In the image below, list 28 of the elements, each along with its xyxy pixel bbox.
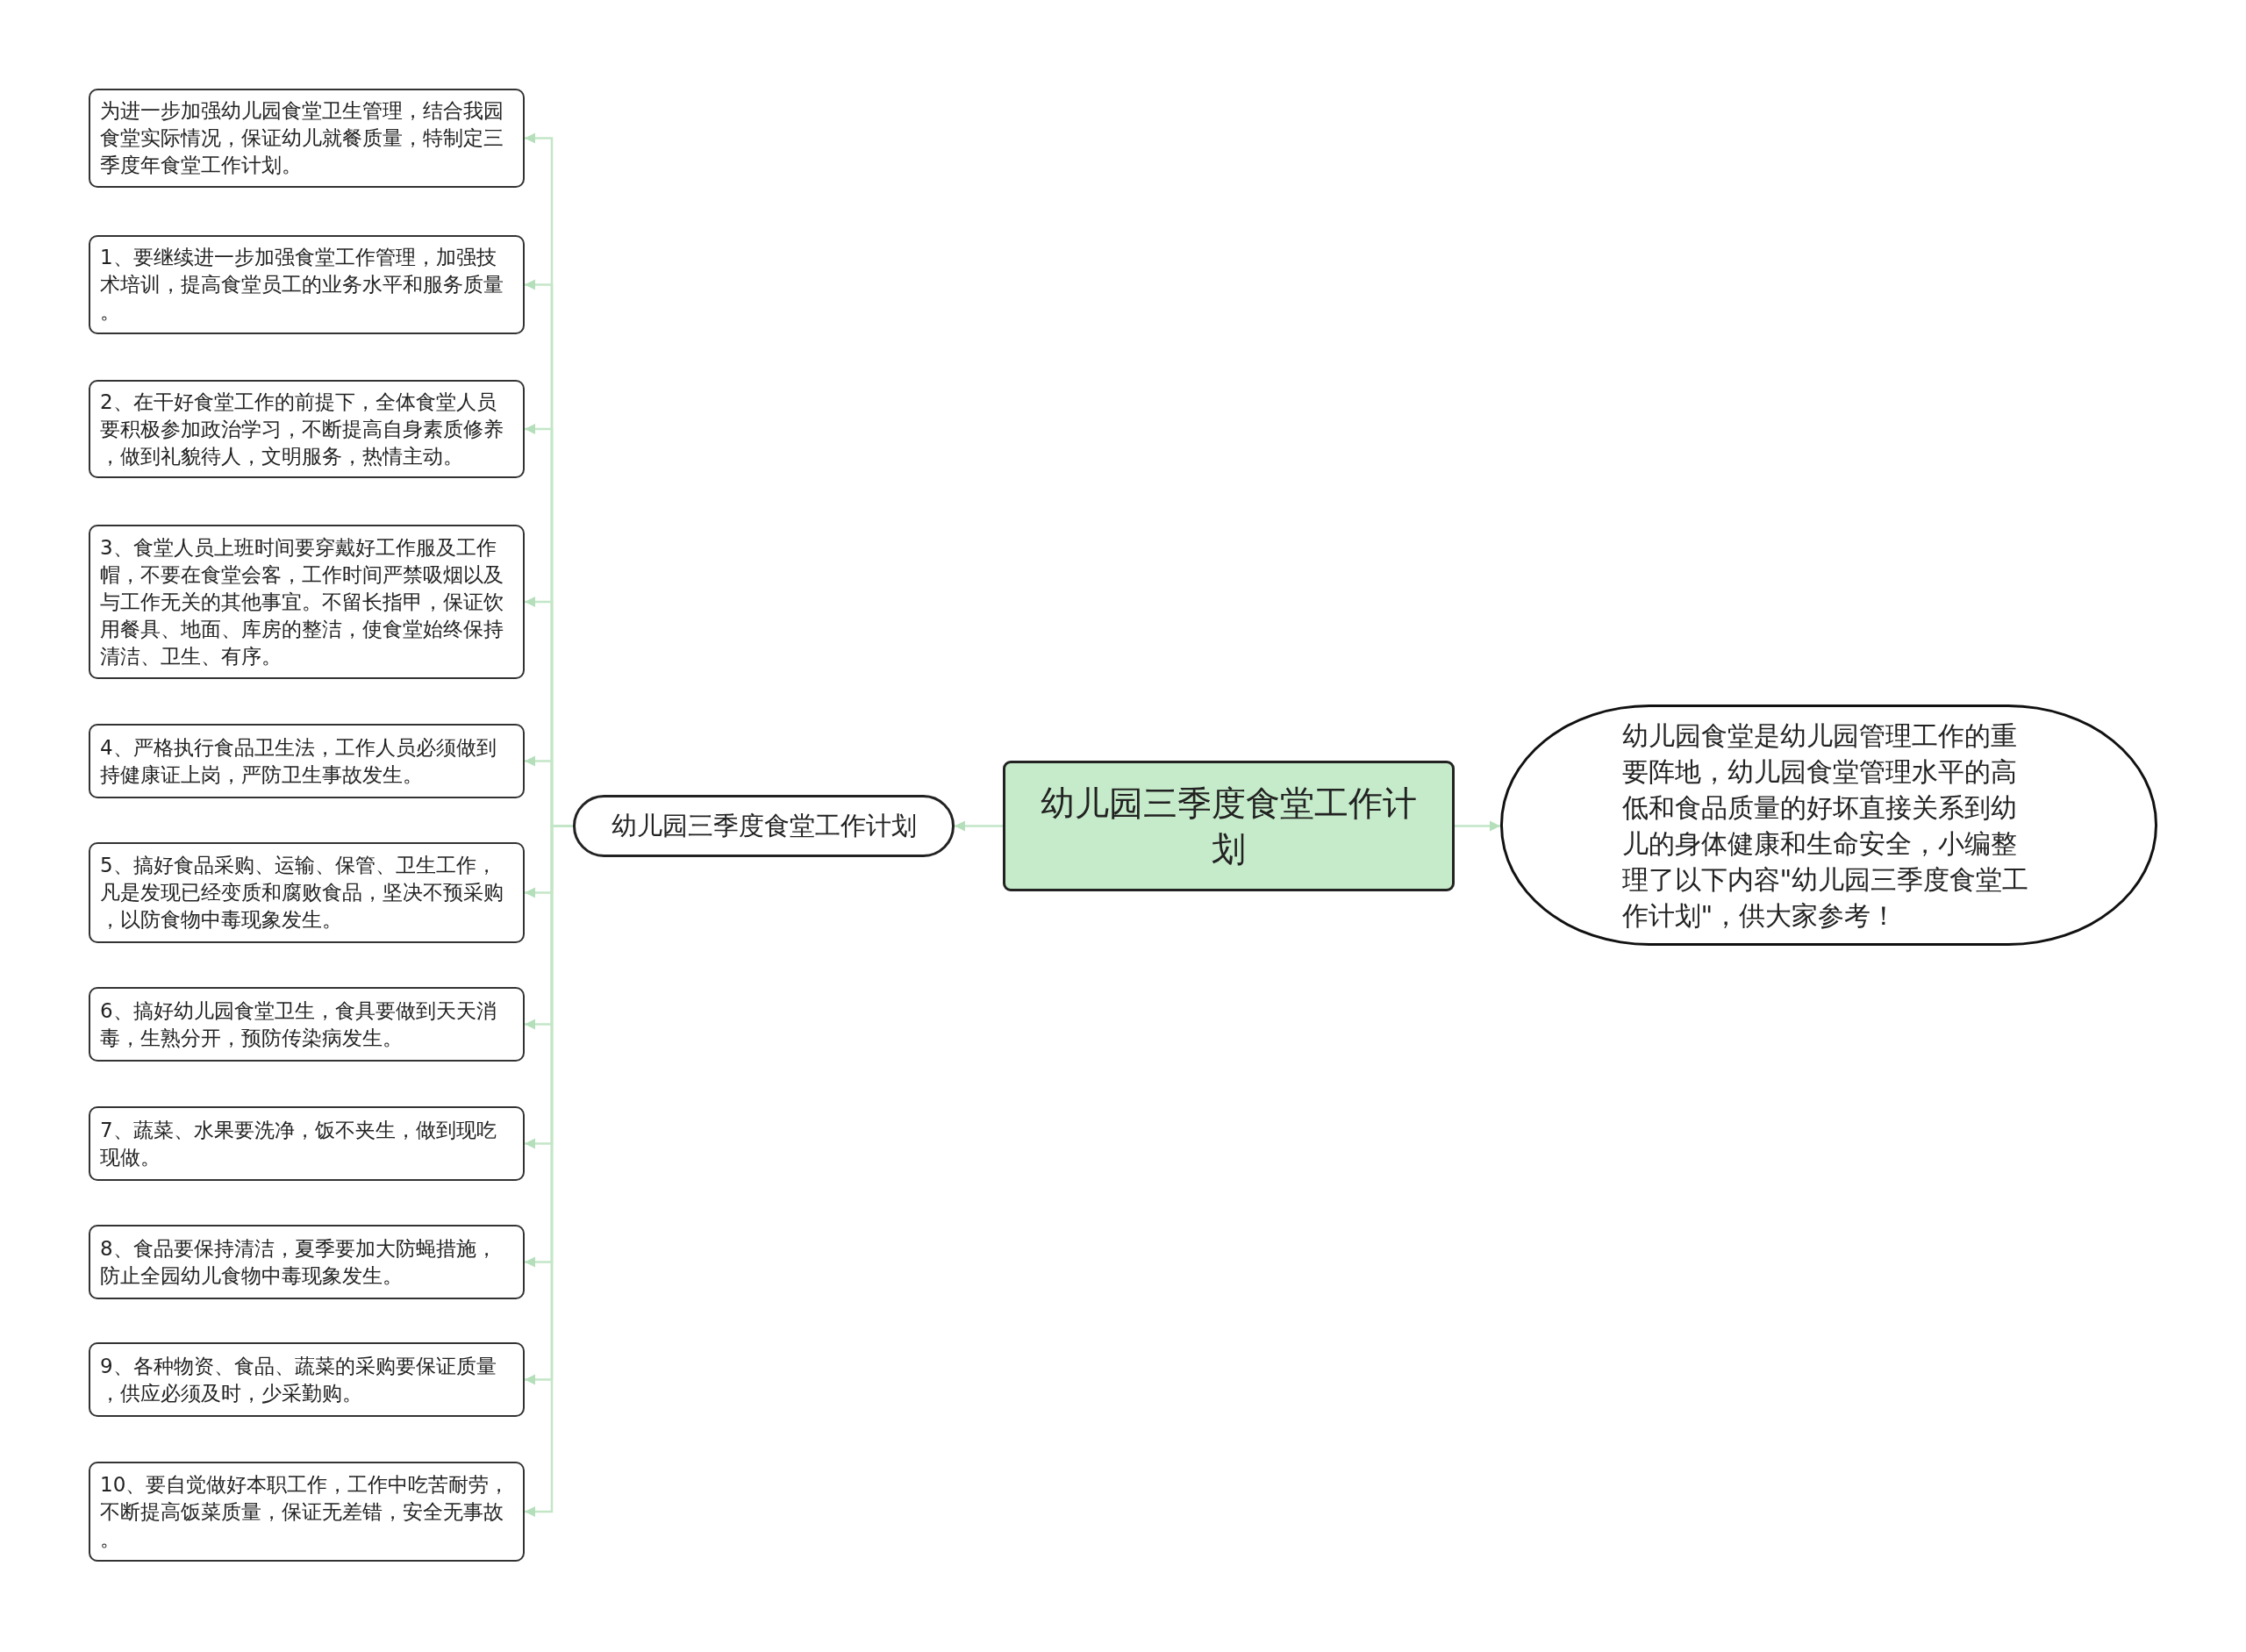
note-text: 5、搞好食品采购、运输、保管、卫生工作，凡是发现已经变质和腐败食品，坚决不预采购，以防食物中毒现象发生。 bbox=[100, 853, 504, 933]
topic-text: 幼儿园三季度食堂工作计划 bbox=[1040, 782, 1418, 870]
note-box bbox=[89, 1462, 525, 1562]
note-box bbox=[89, 89, 525, 188]
note-text: 8、食品要保持清洁，夏季要加大防蝇措施，防止全园幼儿食物中毒现象发生。 bbox=[100, 1235, 497, 1289]
note-text: 10、要自觉做好本职工作，工作中吃苦耐劳，不断提高饭菜质量，保证无差错，安全无事故。 bbox=[100, 1471, 511, 1552]
note-box bbox=[89, 724, 525, 798]
connector-arrow bbox=[955, 820, 1003, 832]
connector-arrow bbox=[1455, 820, 1500, 832]
subtopic-text: 幼儿园三季度食堂工作计划 bbox=[611, 809, 917, 842]
note-text: 6、搞好幼儿园食堂卫生，食具要做到天天消毒，生熟分开，预防传染病发生。 bbox=[100, 998, 497, 1051]
topic-box bbox=[1003, 761, 1455, 891]
note-text: 9、各种物资、食品、蔬菜的采购要保证质量，供应必须及时，少采勤购。 bbox=[100, 1353, 497, 1406]
note-box bbox=[89, 1342, 525, 1417]
note-box bbox=[89, 987, 525, 1062]
note-text: 4、严格执行食品卫生法，工作人员必须做到持健康证上岗，严防卫生事故发生。 bbox=[100, 734, 497, 788]
note-box bbox=[89, 1106, 525, 1181]
summary-text: 幼儿园食堂是幼儿园管理工作的重要阵地，幼儿园食堂管理水平的高低和食品质量的好坏直接关系到幼儿的身体健康和生命安全，小编整理了以下内容"幼儿园三季度食堂工作计划"，供大家参考！ bbox=[1621, 719, 2030, 933]
note-text: 为进一步加强幼儿园食堂卫生管理，结合我园食堂实际情况，保证幼儿就餐质量，特制定三季度年食堂工作计划。 bbox=[100, 98, 504, 178]
note-box bbox=[89, 235, 525, 334]
note-box bbox=[89, 842, 525, 943]
note-box bbox=[89, 1225, 525, 1299]
note-text: 1、要继续进一步加强食堂工作管理，加强技术培训，提高食堂员工的业务水平和服务质量。 bbox=[100, 245, 504, 325]
note-text: 3、食堂人员上班时间要穿戴好工作服及工作帽，不要在食堂会客，工作时间严禁吸烟以及与工作无关的其他事宜。不留长指甲，保证饮用餐具、地面、库房的整洁，使食堂始终保持清洁、卫生、有序。 bbox=[100, 534, 504, 669]
note-text: 2、在干好食堂工作的前提下，全体食堂人员要积极参加政治学习，不断提高自身素质修养，做到礼貌待人，文明服务，热情主动。 bbox=[100, 389, 504, 469]
note-text: 7、蔬菜、水果要洗净，饭不夹生，做到现吃现做。 bbox=[100, 1117, 497, 1170]
note-box bbox=[89, 380, 525, 478]
note-box bbox=[89, 525, 525, 679]
